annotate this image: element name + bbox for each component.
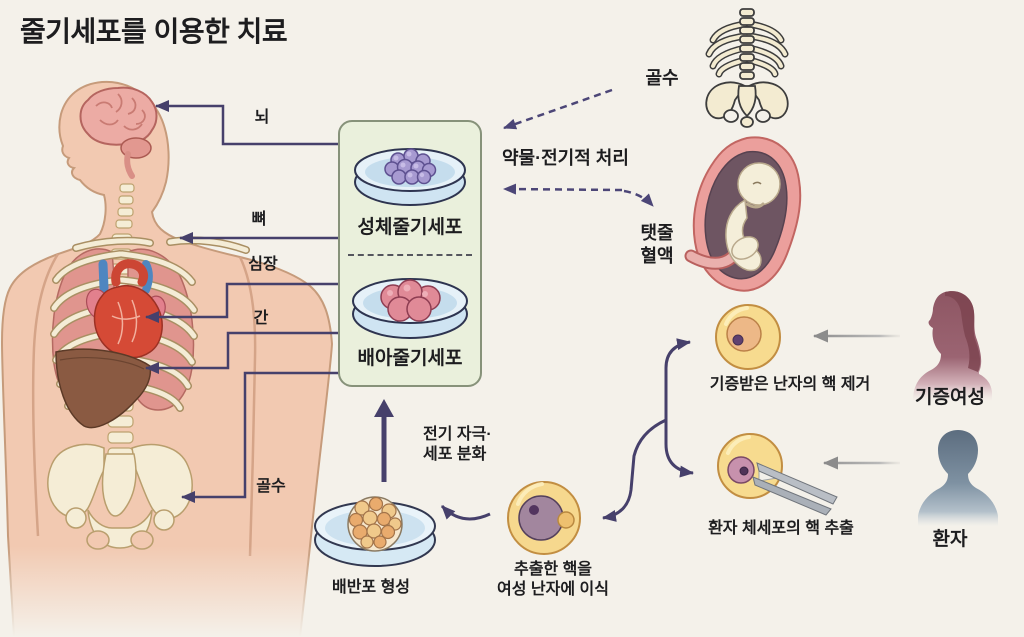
organ-connector-lines — [145, 100, 340, 503]
caption-donated-egg: 기증받은 난자의 핵 제거 — [709, 376, 871, 393]
pelvis-illustration — [47, 443, 193, 550]
box-divider — [348, 254, 472, 256]
caption-patient-cell: 환자 체세포의 핵 추출 — [708, 520, 854, 537]
heart-illustration — [85, 259, 166, 359]
differentiation-up-arrow — [374, 399, 394, 482]
patient-silhouette — [918, 430, 998, 526]
adult-stem-cell-dish — [354, 148, 466, 206]
label-heart: 심장 — [248, 256, 278, 273]
person-to-egg-arrows — [813, 329, 900, 470]
transplant-egg-illustration — [507, 481, 581, 555]
donated-egg-illustration — [715, 304, 781, 370]
caption-stimulation: 전기 자극· 세포 분화 — [423, 425, 492, 465]
liver-illustration — [55, 348, 152, 429]
patient-cell-egg-illustration — [717, 433, 838, 516]
brain-illustration — [79, 86, 158, 179]
label-donor-woman: 기증여성 — [915, 387, 985, 408]
label-cord-blood-line2: 혈액 — [640, 245, 674, 266]
page-title: 줄기세포를 이용한 치료 — [20, 16, 288, 47]
tweezers-icon — [752, 462, 838, 516]
fetus-baby — [725, 162, 781, 272]
caption-transplant-line2: 여성 난자에 이식 — [497, 581, 609, 598]
caption-stimulation-line1: 전기 자극· — [423, 426, 492, 443]
embryonic-stem-cell-dish — [352, 278, 468, 339]
egg-to-blastocyst-arrow — [440, 504, 491, 521]
caption-stimulation-line2: 세포 분화 — [423, 446, 487, 463]
label-bone: 뼈 — [251, 211, 267, 228]
label-embryonic-stem-cells: 배아줄기세포 — [357, 348, 463, 369]
blastocyst-dish — [314, 496, 436, 567]
label-liver: 간 — [253, 310, 269, 327]
donor-woman-silhouette — [913, 291, 992, 401]
label-cord-blood-line1: 탯줄 — [640, 223, 674, 243]
label-cord-blood: 탯줄 혈액 — [640, 222, 673, 267]
caption-transplant-line1: 추출한 핵을 — [513, 561, 593, 578]
skeleton-icon — [705, 8, 789, 128]
dashed-treatment-arrows — [503, 88, 654, 207]
label-bone-marrow-source: 골수 — [645, 68, 679, 88]
human-body-illustration — [0, 80, 340, 637]
label-processing: 약물·전기적 처리 — [502, 148, 629, 168]
scnt-branch-connector — [602, 338, 694, 522]
label-brain: 뇌 — [254, 109, 270, 126]
label-adult-stem-cells: 성체줄기세포 — [357, 217, 463, 238]
caption-transplant: 추출한 핵을 여성 난자에 이식 — [497, 560, 609, 600]
caption-blastocyst: 배반포 형성 — [331, 579, 411, 596]
label-bone-marrow-body: 골수 — [256, 478, 286, 495]
fetus-icon — [684, 136, 802, 292]
label-patient: 환자 — [932, 529, 968, 550]
